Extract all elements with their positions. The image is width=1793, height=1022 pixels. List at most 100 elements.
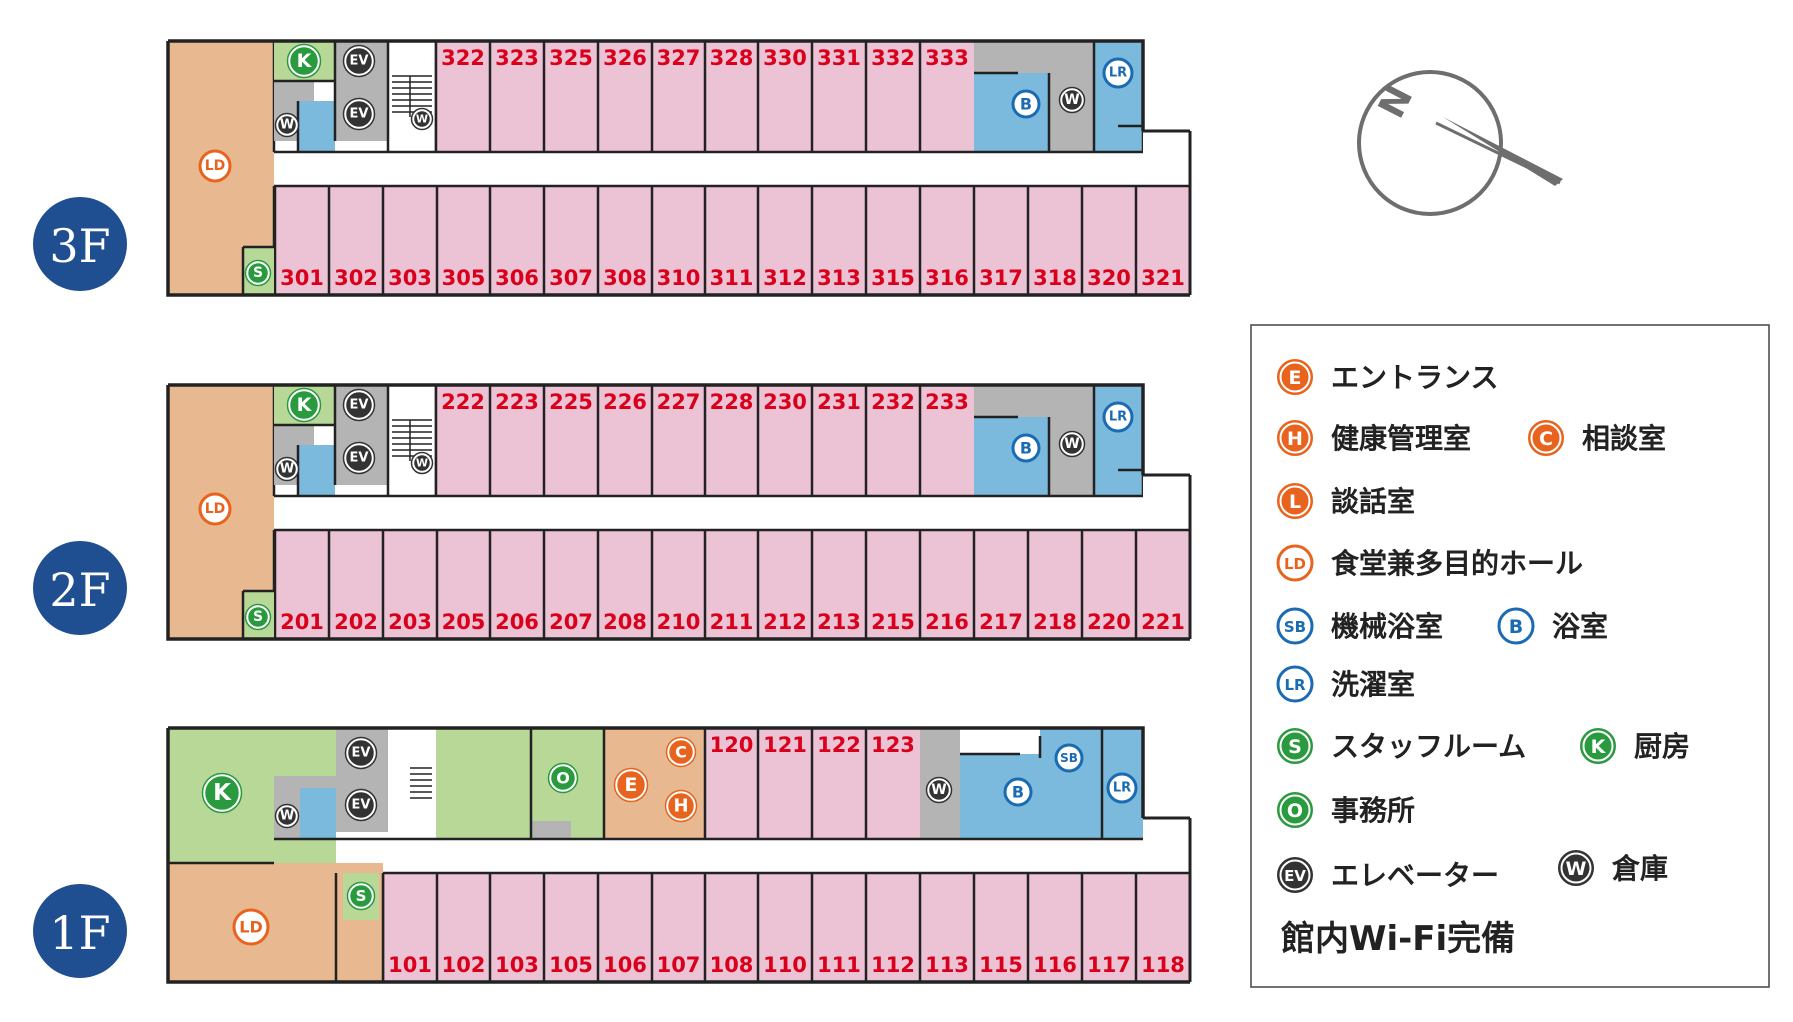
dining-hall-icon: LD bbox=[232, 908, 270, 946]
floor-badge-label: 3F bbox=[49, 219, 110, 273]
elevator-icon-label: EV bbox=[352, 746, 371, 761]
room-number: 221 bbox=[1141, 610, 1185, 634]
bath-icon: B bbox=[1011, 433, 1041, 463]
guest-room bbox=[866, 385, 920, 496]
floor-badge bbox=[33, 884, 127, 978]
room-number: 123 bbox=[871, 733, 915, 757]
stairwell bbox=[388, 41, 436, 152]
health-room-icon-label: H bbox=[673, 796, 688, 817]
kitchen-icon: K bbox=[286, 387, 322, 423]
laundry-icon-label: LR bbox=[1109, 410, 1127, 425]
guest-room bbox=[705, 186, 758, 295]
staff-room-icon-label: S bbox=[253, 609, 263, 625]
guest-room bbox=[705, 873, 758, 982]
room-number: 330 bbox=[763, 46, 807, 70]
room-number: 325 bbox=[549, 46, 593, 70]
corridor-end bbox=[1143, 131, 1190, 152]
guest-room bbox=[758, 41, 812, 152]
room-number: 216 bbox=[925, 610, 969, 634]
elevator-icon-label: EV bbox=[352, 798, 371, 813]
guest-room bbox=[383, 530, 437, 639]
guest-room bbox=[652, 530, 705, 639]
room-number: 302 bbox=[334, 266, 378, 290]
floor-badge bbox=[33, 541, 127, 635]
room-number: 217 bbox=[979, 610, 1023, 634]
guest-room bbox=[652, 41, 705, 152]
room-number: 203 bbox=[388, 610, 432, 634]
guest-room bbox=[1136, 530, 1190, 639]
corridor bbox=[168, 496, 1192, 530]
room-number: 310 bbox=[657, 266, 701, 290]
room-number: 308 bbox=[603, 266, 647, 290]
guest-room bbox=[1082, 530, 1136, 639]
laundry-icon-label: LR bbox=[1113, 781, 1131, 796]
shaft bbox=[298, 445, 335, 495]
legend-label: 倉庫 bbox=[1611, 852, 1668, 885]
floor-badge-label: 2F bbox=[49, 563, 110, 617]
room-number: 328 bbox=[710, 46, 754, 70]
storage-icon: W bbox=[410, 451, 434, 475]
room-number: 112 bbox=[871, 953, 915, 977]
legend-label: 相談室 bbox=[1582, 422, 1666, 455]
room-number: 231 bbox=[817, 390, 861, 414]
room-number: 117 bbox=[1087, 953, 1131, 977]
room-number: 233 bbox=[925, 390, 969, 414]
guest-room bbox=[1082, 186, 1136, 295]
dining-hall-icon-label: LD bbox=[205, 501, 226, 517]
laundry-icon: LR bbox=[1106, 772, 1138, 804]
guest-room bbox=[490, 385, 544, 496]
kitchen-icon-label: K bbox=[297, 394, 313, 416]
machine-bath-icon: SB bbox=[1054, 743, 1084, 773]
legend-icon bbox=[1277, 420, 1313, 456]
room-number: 320 bbox=[1087, 266, 1131, 290]
room-number: 122 bbox=[817, 733, 861, 757]
staff-room-icon-label: S bbox=[356, 887, 367, 905]
guest-room bbox=[490, 186, 544, 295]
shaft bbox=[300, 788, 336, 838]
legend-icon bbox=[1276, 607, 1314, 645]
room-number: 121 bbox=[763, 733, 807, 757]
bath-icon: B bbox=[1011, 89, 1041, 119]
corridor-end bbox=[1143, 475, 1190, 496]
guest-room bbox=[490, 41, 544, 152]
legend-label: エントランス bbox=[1331, 361, 1498, 394]
outer-wall bbox=[166, 728, 1190, 984]
guest-room bbox=[705, 728, 758, 839]
elevator-icon-label: EV bbox=[350, 451, 369, 466]
room-number: 303 bbox=[388, 266, 432, 290]
legend-icon-code: EV bbox=[1284, 867, 1306, 885]
elevator-icon: EV bbox=[342, 441, 376, 475]
legend-icon bbox=[1558, 850, 1594, 886]
office-icon-label: O bbox=[556, 769, 570, 788]
legend-item-consult: C 相談室 bbox=[1528, 420, 1666, 456]
room-number: 118 bbox=[1141, 953, 1185, 977]
guest-room bbox=[437, 530, 490, 639]
storage-icon: W bbox=[1058, 86, 1086, 114]
outer-wall bbox=[166, 385, 1190, 641]
compass-ring bbox=[1357, 70, 1503, 216]
room-number: 323 bbox=[495, 46, 539, 70]
laundry-icon-label: LR bbox=[1109, 66, 1127, 81]
guest-room bbox=[758, 728, 812, 839]
bath-icon: B bbox=[1003, 777, 1033, 807]
room-number: 313 bbox=[817, 266, 861, 290]
room-number: 226 bbox=[603, 390, 647, 414]
room-number: 306 bbox=[495, 266, 539, 290]
storage-icon: W bbox=[274, 112, 300, 138]
legend-icon-code: S bbox=[1288, 736, 1302, 758]
elevator-icon: EV bbox=[344, 788, 378, 822]
legend-box bbox=[1250, 324, 1770, 988]
guest-room bbox=[866, 530, 920, 639]
legend-icon-code: C bbox=[1539, 428, 1553, 450]
room-number: 332 bbox=[871, 46, 915, 70]
staff-room-icon-label: S bbox=[253, 265, 263, 281]
guest-room bbox=[598, 41, 652, 152]
storage-icon-label: W bbox=[280, 809, 294, 824]
